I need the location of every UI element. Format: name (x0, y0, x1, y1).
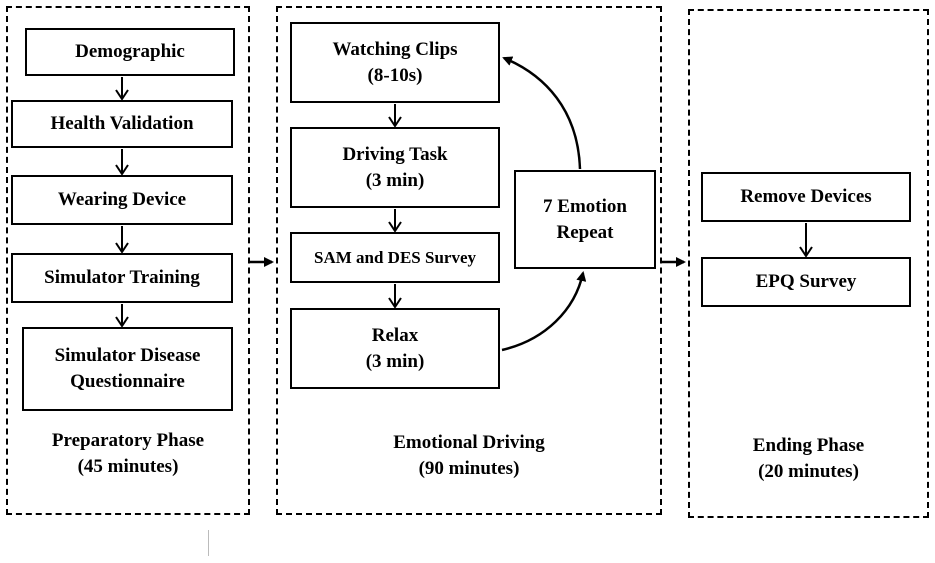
driving-task-box: Driving Task (3 min) (290, 127, 500, 208)
relax-box: Relax (3 min) (290, 308, 500, 389)
simulator-disease-line1: Simulator Disease (54, 345, 201, 366)
preparatory-phase (6, 6, 250, 515)
watching-clips-label: Watching Clips (332, 38, 458, 60)
driving-task-label: Driving Task (342, 143, 448, 165)
loop-relax-to-repeat (501, 271, 587, 352)
watching-clips-box: Watching Clips (8-10s) (290, 22, 500, 103)
health-validation-label: Health Validation (50, 113, 194, 134)
driving-task-duration: (3 min) (365, 169, 425, 191)
preparatory-caption-duration: (45 minutes) (77, 456, 179, 477)
demographic-label: Demographic (75, 41, 185, 62)
ending-caption: Ending Phase (20 minutes) (688, 433, 929, 485)
simulator-training-box: Simulator Training (11, 253, 233, 303)
emotional-caption-duration: (90 minutes) (418, 458, 520, 479)
emotional-caption: Emotional Driving (90 minutes) (276, 430, 662, 482)
epq-survey-label: EPQ Survey (755, 271, 857, 292)
loop-repeat-to-clips (502, 56, 582, 170)
health-validation-box: Health Validation (11, 100, 233, 148)
ending-phase (688, 9, 929, 518)
sam-des-survey-box: SAM and DES Survey (290, 232, 500, 283)
ending-caption-title: Ending Phase (752, 435, 865, 456)
preparatory-caption-title: Preparatory Phase (51, 430, 205, 451)
demographic-box: Demographic (25, 28, 235, 76)
divider-line (208, 530, 209, 556)
emotional-caption-title: Emotional Driving (393, 432, 545, 453)
relax-label: Relax (371, 324, 419, 346)
remove-devices-label: Remove Devices (740, 186, 872, 207)
emotion-repeat-box: 7 Emotion Repeat (514, 170, 656, 269)
simulator-training-label: Simulator Training (44, 267, 200, 288)
sam-des-survey-label: SAM and DES Survey (313, 247, 476, 267)
simulator-disease-line2: Questionnaire (70, 371, 185, 392)
wearing-device-box: Wearing Device (11, 175, 233, 225)
watching-clips-duration: (8-10s) (367, 64, 423, 86)
emotional-driving-phase (276, 6, 662, 515)
emotion-repeat-line2: Repeat (556, 221, 614, 243)
wearing-device-label: Wearing Device (57, 189, 187, 210)
simulator-disease-questionnaire-box: Simulator Disease Questionnaire (22, 327, 233, 411)
remove-devices-box: Remove Devices (701, 172, 911, 222)
relax-duration: (3 min) (365, 350, 425, 372)
epq-survey-box: EPQ Survey (701, 257, 911, 307)
preparatory-caption: Preparatory Phase (45 minutes) (6, 428, 250, 480)
ending-caption-duration: (20 minutes) (758, 461, 859, 482)
emotion-repeat-line1: 7 Emotion (543, 195, 627, 217)
